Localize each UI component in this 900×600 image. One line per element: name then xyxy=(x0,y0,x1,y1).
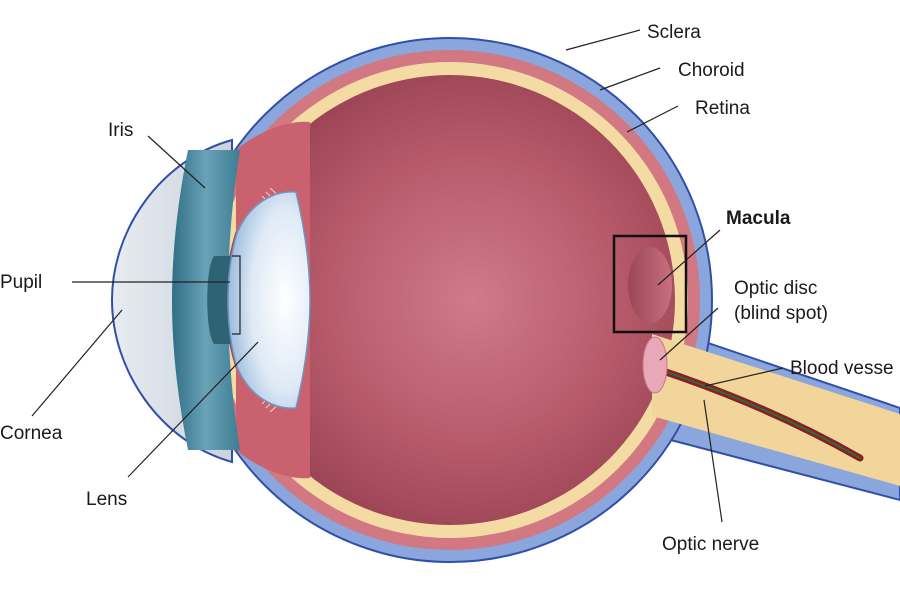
leader-iris xyxy=(147,135,206,189)
pupil-bracket xyxy=(232,255,241,335)
lens-shape xyxy=(227,191,311,409)
label-lens: Lens xyxy=(86,489,127,510)
leader-blood-vessel xyxy=(704,367,784,387)
label-optic-disc-line1: Optic disc xyxy=(734,278,817,299)
blood-vessel-green xyxy=(659,369,861,459)
leader-retina xyxy=(626,105,679,133)
label-choroid: Choroid xyxy=(678,60,745,81)
label-macula: Macula xyxy=(726,208,791,229)
label-retina: Retina xyxy=(695,98,750,119)
leader-optic-nerve xyxy=(703,399,723,523)
leader-sclera xyxy=(565,29,641,51)
label-optic-disc-line2: (blind spot) xyxy=(734,303,828,324)
leader-cornea xyxy=(31,309,123,417)
iris-shape xyxy=(172,150,240,450)
label-sclera: Sclera xyxy=(647,22,701,43)
macula-highlight-box xyxy=(612,234,688,334)
leader-choroid xyxy=(599,67,661,91)
leader-lens xyxy=(127,341,259,478)
label-optic-nerve: Optic nerve xyxy=(662,534,759,555)
label-cornea: Cornea xyxy=(0,423,63,444)
label-blood-vessel: Blood vesse xyxy=(790,358,894,379)
pupil-shape xyxy=(207,256,232,344)
label-pupil: Pupil xyxy=(0,272,42,293)
optic-disc xyxy=(642,336,668,394)
macula-spot xyxy=(628,247,672,323)
label-iris: Iris xyxy=(108,120,133,141)
leader-macula xyxy=(657,229,721,286)
vitreous-body xyxy=(225,75,675,525)
leader-optic-disc xyxy=(659,307,719,361)
